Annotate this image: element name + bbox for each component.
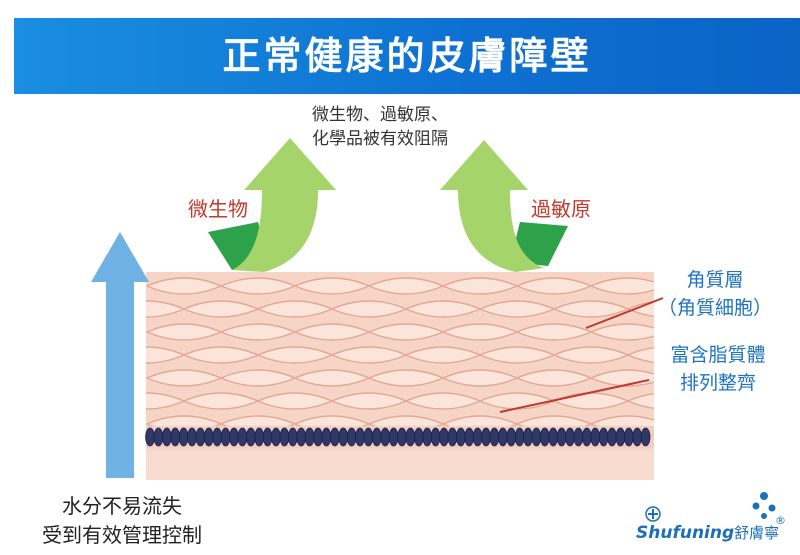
lipid-bead	[447, 427, 458, 447]
lipid-bead	[262, 427, 273, 447]
lipid-bead	[321, 427, 332, 447]
lipid-bead	[204, 427, 214, 447]
lipid-bead	[195, 427, 206, 447]
lipid-bead	[162, 427, 172, 447]
stratum-corneum-label-line-2: （角質細胞）	[657, 297, 772, 319]
lipid-bead	[581, 427, 592, 447]
lipid-bead	[304, 427, 315, 447]
lipid-bead	[607, 427, 617, 447]
lipid-bead	[539, 427, 550, 447]
lipid-bead	[455, 427, 466, 447]
lipid-layer-beads	[145, 427, 651, 447]
moisture-note-line-2: 受到有效管理控制	[42, 523, 202, 547]
lipid-bead	[363, 427, 374, 447]
lipid-bead	[464, 427, 475, 447]
microbe-label: 微生物	[188, 197, 248, 221]
pointer-line-lipid	[499, 379, 650, 413]
lipid-bead	[388, 427, 399, 447]
lipid-label: 富含脂質體 排列整齊	[648, 341, 788, 397]
skin-base	[146, 450, 654, 480]
lipid-bead	[212, 427, 223, 447]
lipid-bead	[187, 427, 197, 447]
left-deflect-arrow	[232, 138, 336, 272]
moisture-note: 水分不易流失 受到有效管理控制	[22, 492, 222, 550]
brand-emblem-icon	[645, 492, 776, 522]
lipid-bead	[472, 427, 483, 447]
lipid-bead	[355, 427, 365, 447]
lipid-bead	[287, 427, 298, 447]
lipid-bead	[422, 427, 433, 447]
lipid-bead	[565, 427, 575, 447]
title-banner: 正常健康的皮膚障壁	[14, 18, 800, 94]
lipid-bead	[279, 427, 290, 447]
brand-logo: Shufuning舒膚寧 ®	[636, 488, 786, 548]
lipid-bead	[296, 427, 307, 447]
lipid-label-line-1: 富含脂質體	[670, 344, 766, 366]
lipid-bead	[514, 427, 525, 447]
lipid-bead	[405, 427, 416, 447]
lipid-bead	[556, 427, 567, 447]
lipid-bead	[481, 427, 491, 447]
lipid-bead	[413, 427, 424, 447]
lipid-label-line-2: 排列整齊	[679, 372, 756, 394]
lipid-bead	[439, 427, 449, 447]
lipid-bead	[573, 427, 584, 447]
lipid-bead	[338, 427, 349, 447]
lipid-bead	[271, 427, 281, 447]
lipid-bead	[170, 427, 181, 447]
corneocyte-cell	[626, 393, 654, 409]
brand-latin: Shufuning	[636, 523, 735, 543]
lipid-bead	[380, 427, 391, 447]
lipid-bead	[632, 427, 642, 447]
lipid-bead	[313, 427, 323, 447]
lipid-bead	[329, 427, 340, 447]
blocked-note-line-1: 微生物、過敏原、	[312, 105, 448, 125]
lipid-bead	[246, 427, 256, 447]
lipid-bead	[220, 427, 231, 447]
lipid-bead	[229, 427, 239, 447]
corneocyte-cell	[626, 347, 654, 363]
right-deflect-arrow	[440, 140, 544, 272]
lipid-bead	[548, 427, 558, 447]
lipid-bead	[371, 427, 382, 447]
lipid-bead	[237, 427, 248, 447]
corneocyte-cells	[146, 277, 739, 433]
stratum-corneum-label-line-1: 角質層	[686, 269, 744, 291]
lipid-bead	[346, 427, 357, 447]
corneocyte-cell	[589, 323, 654, 341]
stratum-corneum-label: 角質層 （角質細胞）	[640, 266, 790, 322]
lipid-bead	[254, 427, 265, 447]
lipid-bead	[640, 427, 651, 447]
lipid-bead	[590, 427, 600, 447]
pointer-line-stratum-corneum	[585, 297, 664, 329]
lipid-bead	[531, 427, 542, 447]
allergen-label: 過敏原	[531, 197, 591, 221]
lipid-bead	[430, 427, 441, 447]
corneocyte-cell	[665, 416, 739, 432]
moisture-note-line-1: 水分不易流失	[62, 494, 182, 518]
lipid-bead	[145, 427, 155, 447]
registered-mark: ®	[775, 514, 786, 527]
lipid-bead	[523, 427, 533, 447]
lipid-bead	[506, 427, 517, 447]
brand-wordmark: Shufuning舒膚寧	[636, 522, 779, 543]
water-retention-arrow	[91, 232, 149, 478]
corneocyte-cell	[589, 277, 654, 295]
corneocyte-cell	[665, 324, 739, 340]
brand-chinese: 舒膚寧	[734, 524, 780, 542]
lipid-bead	[623, 427, 634, 447]
lipid-bead	[178, 427, 189, 447]
lipid-bead	[497, 427, 508, 447]
blocked-note: 微生物、過敏原、 化學品被有效阻隔	[250, 103, 510, 151]
lipid-bead	[598, 427, 609, 447]
lipid-bead	[489, 427, 500, 447]
lipid-bead	[397, 427, 407, 447]
page-title: 正常健康的皮膚障壁	[222, 34, 592, 78]
lipid-bead	[153, 427, 164, 447]
blocked-note-line-2: 化學品被有效阻隔	[312, 129, 448, 149]
lipid-bead	[615, 427, 626, 447]
